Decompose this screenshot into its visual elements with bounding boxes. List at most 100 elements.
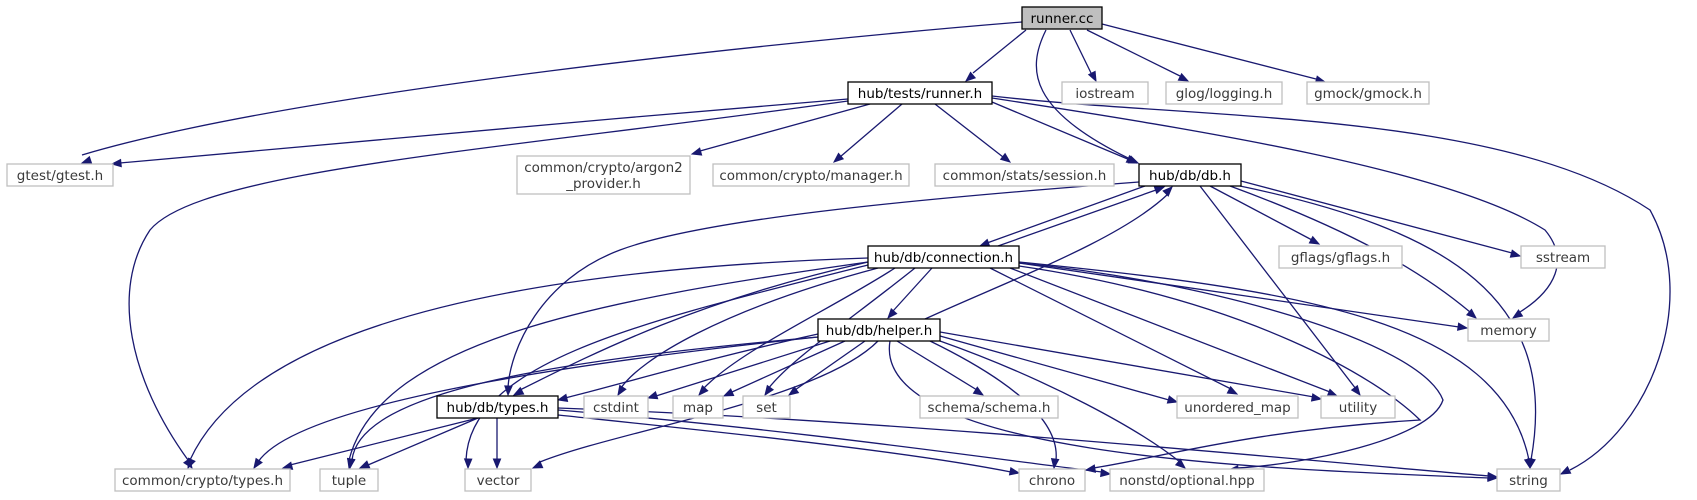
node-string: string [1496, 468, 1561, 492]
node-schema: schema/schema.h [919, 395, 1059, 419]
node-label: common/crypto/types.h [122, 473, 283, 489]
nodes: runner.cc hub/tests/runner.h iostream glog/… [6, 6, 1606, 492]
arrowhead-db-to-types [504, 385, 513, 397]
edge-helper-to-utility [939, 331, 1315, 398]
arrowhead-connection-to-set [764, 384, 775, 397]
edge-tests-runner-to-stats-session [934, 103, 1004, 158]
edge-types-to-crypto-types [289, 417, 479, 466]
arrowhead-connection-to-utility [1326, 388, 1339, 397]
node-label: unordered_map [1184, 400, 1290, 416]
arrowhead-runner-cc-to-iostream [1087, 70, 1097, 83]
node-label: hub/db/types.h [447, 400, 549, 416]
arrowhead-connection-to-db [1153, 186, 1166, 195]
arrowhead-connection-to-unordered-map [1226, 385, 1239, 395]
arrowhead-types-to-vector [492, 458, 502, 470]
node-set: set [742, 395, 791, 419]
arrowhead-db-to-gflags [1308, 235, 1321, 245]
edge-connection-to-vector [465, 264, 869, 461]
node-crypto-manager: common/crypto/manager.h [712, 163, 910, 187]
edge-helper-to-map [731, 340, 846, 393]
node-label: string [1509, 473, 1548, 489]
node-crypto-types: common/crypto/types.h [114, 468, 291, 492]
arrowhead-helper-to-cstdint [646, 391, 659, 400]
arrowhead-connection-to-vector [463, 458, 473, 470]
node-gtest: gtest/gtest.h [6, 163, 114, 187]
node-label: hub/db/connection.h [874, 250, 1013, 266]
edges [80, 21, 1671, 482]
edge-connection-to-unordered-map [989, 267, 1232, 390]
edge-connection-to-types [519, 261, 869, 391]
node-label: hub/db/helper.h [826, 323, 933, 339]
node-box [672, 395, 724, 419]
node-tuple: tuple [319, 468, 379, 492]
edge-tests-runner-to-db [991, 101, 1131, 161]
edge-tests-runner-to-argon2 [699, 103, 871, 152]
node-glog: glog/logging.h [1165, 81, 1283, 105]
arrowhead-helper-to-chrono [1050, 458, 1060, 470]
arrowhead-db-to-memory [1465, 308, 1478, 319]
node-tests-runner[interactable]: hub/tests/runner.h [847, 81, 993, 105]
node-helper[interactable]: hub/db/helper.h [817, 318, 941, 342]
edge-tests-runner-to-crypto-types [128, 100, 849, 461]
arrowhead-tests-runner-to-string [1559, 465, 1572, 475]
node-label: sstream [1536, 250, 1590, 266]
node-gmock: gmock/gmock.h [1306, 81, 1430, 105]
arrowhead-connection-to-helper [887, 308, 898, 320]
node-label: iostream [1075, 86, 1134, 102]
edge-db-to-sstream [1240, 180, 1513, 254]
node-box [516, 155, 691, 195]
node-connection[interactable]: hub/db/connection.h [867, 245, 1020, 269]
node-label: tuple [332, 473, 366, 489]
node-cstdint: cstdint [583, 395, 649, 419]
arrowhead-helper-to-db [1162, 186, 1173, 197]
node-box [436, 395, 559, 419]
arrowhead-helper-to-schema [972, 386, 985, 396]
edge-connection-to-chrono [1018, 265, 1422, 469]
arrowhead-types-to-optional [1100, 468, 1112, 478]
edge-connection-to-cstdint [620, 267, 879, 389]
node-memory: memory [1467, 318, 1550, 342]
edge-runner-cc-to-gtest [81, 21, 1023, 156]
node-box [934, 163, 1115, 187]
node-types[interactable]: hub/db/types.h [436, 395, 559, 419]
arrowhead-tests-runner-to-db [1127, 155, 1140, 164]
node-box [1165, 81, 1283, 105]
arrowhead-helper-to-utility [1310, 393, 1323, 402]
node-box [1496, 468, 1561, 492]
node-box [712, 163, 910, 187]
arrowhead-tests-runner-to-argon2 [690, 147, 703, 156]
node-label: nonstd/optional.hpp [1119, 473, 1255, 489]
node-box [114, 468, 291, 492]
arrowhead-types-to-chrono [1008, 466, 1021, 476]
edge-connection-to-tuple [348, 261, 869, 461]
arrowhead-tests-runner-to-crypto-manager [832, 152, 845, 163]
node-box [847, 81, 993, 105]
node-box [1320, 395, 1396, 419]
edge-runner-cc-to-gmock [1101, 23, 1317, 80]
node-box [1520, 245, 1606, 269]
node-box [583, 395, 649, 419]
node-label: set [756, 400, 777, 416]
node-label: common/crypto/argon2 [524, 160, 683, 176]
edge-types-to-optional [557, 409, 1103, 473]
node-label: _provider.h [565, 176, 641, 192]
arrowhead-db-to-utility [1350, 384, 1361, 397]
node-label: gmock/gmock.h [1314, 86, 1422, 102]
edge-db-to-string [1239, 185, 1537, 461]
node-box [319, 468, 379, 492]
arrowhead-helper-to-set [787, 385, 800, 396]
edge-tests-runner-to-crypto-manager [839, 103, 903, 158]
arrowhead-helper-to-unordered-map [1166, 395, 1179, 404]
node-runner-cc[interactable]: runner.cc [1021, 6, 1103, 30]
edge-types-to-tuple [367, 417, 479, 466]
node-box [1306, 81, 1430, 105]
arrowhead-helper-to-types [556, 393, 569, 403]
node-box [742, 395, 791, 419]
node-label: glog/logging.h [1176, 86, 1273, 102]
edge-helper-to-string [888, 340, 1490, 479]
node-db[interactable]: hub/db/db.h [1138, 163, 1242, 187]
arrowhead-runner-cc-to-glog [1177, 72, 1190, 82]
edge-runner-cc-to-db [1035, 29, 1129, 159]
node-argon2: common/crypto/argon2_provider.h [516, 155, 691, 195]
edge-connection-to-crypto-types [189, 257, 869, 461]
